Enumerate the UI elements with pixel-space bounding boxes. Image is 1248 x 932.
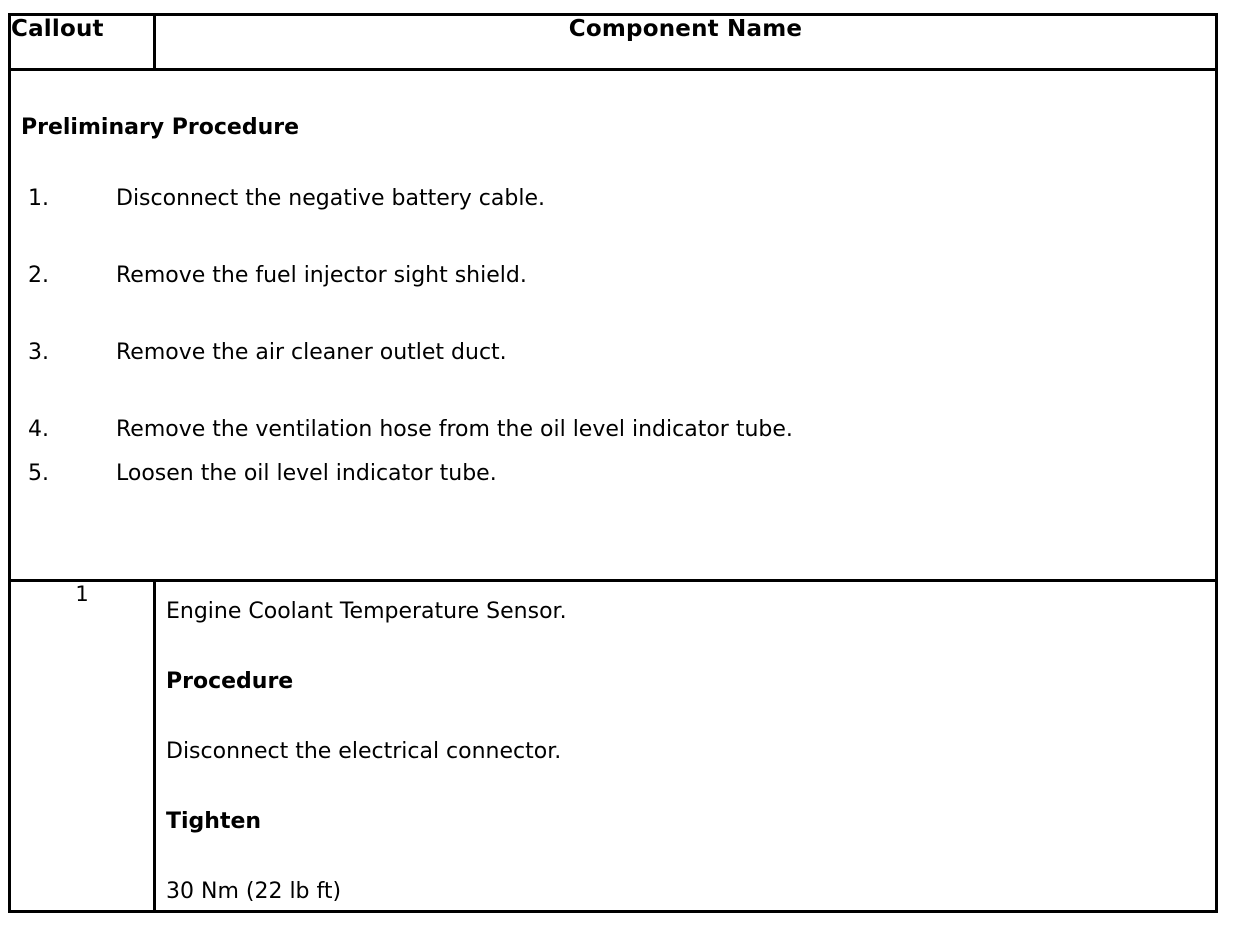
step-number: 2. xyxy=(28,263,49,288)
component-name-text: Engine Coolant Temperature Sensor. xyxy=(166,599,567,624)
preliminary-procedure-row: Preliminary Procedure 1. Disconnect the … xyxy=(8,68,1218,582)
component-detail-cell: Engine Coolant Temperature Sensor. Proce… xyxy=(153,579,1218,913)
step-text: Disconnect the negative battery cable. xyxy=(116,186,545,211)
list-item: 2. Remove the fuel injector sight shield… xyxy=(11,263,1215,340)
callout-number: 1 xyxy=(8,579,156,913)
procedure-label: Procedure xyxy=(166,669,294,694)
step-text: Loosen the oil level indicator tube. xyxy=(116,461,497,486)
step-text: Remove the air cleaner outlet duct. xyxy=(116,340,507,365)
preliminary-steps-list: 1. Disconnect the negative battery cable… xyxy=(11,186,1215,505)
list-item: 3. Remove the air cleaner outlet duct. xyxy=(11,340,1215,417)
step-text: Remove the fuel injector sight shield. xyxy=(116,263,527,288)
list-item: 4. Remove the ventilation hose from the … xyxy=(11,417,1215,461)
preliminary-procedure-title: Preliminary Procedure xyxy=(21,115,300,140)
preliminary-procedure-block: Preliminary Procedure 1. Disconnect the … xyxy=(11,71,1215,579)
column-header-callout: Callout xyxy=(8,13,156,71)
list-item: 1. Disconnect the negative battery cable… xyxy=(11,186,1215,263)
service-procedure-table: Callout Component Name Preliminary Proce… xyxy=(8,13,1218,913)
torque-value: 30 Nm (22 lb ft) xyxy=(166,879,342,904)
step-number: 5. xyxy=(28,461,49,486)
table-header-row: Callout Component Name xyxy=(8,13,1218,71)
tighten-label: Tighten xyxy=(166,809,262,834)
preliminary-procedure-cell: Preliminary Procedure 1. Disconnect the … xyxy=(8,68,1218,582)
step-text: Remove the ventilation hose from the oil… xyxy=(116,417,793,442)
procedure-step-text: Disconnect the electrical connector. xyxy=(166,739,562,764)
step-number: 3. xyxy=(28,340,49,365)
column-header-component-name: Component Name xyxy=(153,13,1218,71)
step-number: 4. xyxy=(28,417,49,442)
step-number: 1. xyxy=(28,186,49,211)
list-item: 5. Loosen the oil level indicator tube. xyxy=(11,461,1215,505)
table-row: 1 Engine Coolant Temperature Sensor. Pro… xyxy=(8,579,1218,913)
